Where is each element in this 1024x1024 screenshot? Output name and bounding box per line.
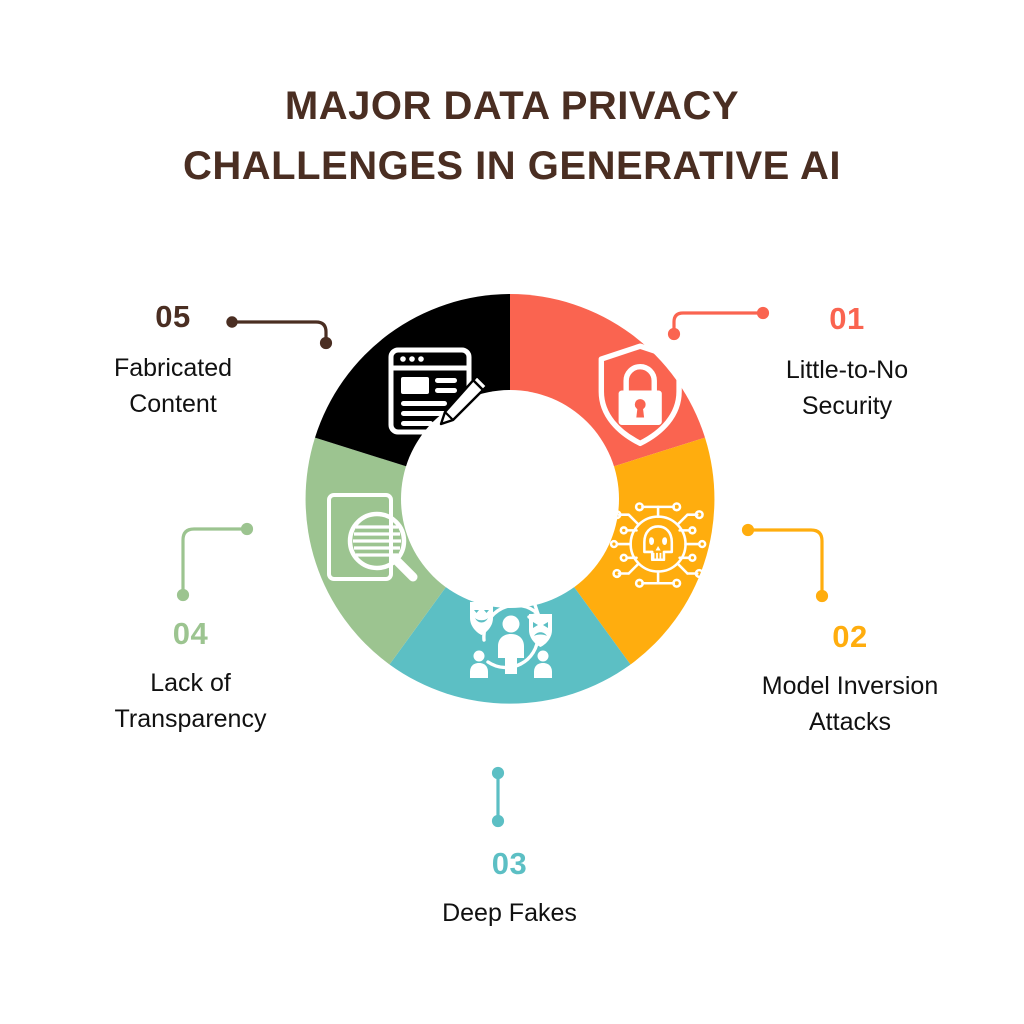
label-number-01: 01 xyxy=(829,301,865,336)
label-title-05-line1: Fabricated xyxy=(113,354,233,382)
label-number-05: 05 xyxy=(155,299,191,334)
shield-lock-icon xyxy=(598,343,682,447)
label-number-02: 02 xyxy=(832,619,868,654)
connector-03 xyxy=(491,766,505,828)
connector-02 xyxy=(741,523,829,603)
label-group-05[interactable]: 05 Fabricated Content xyxy=(58,298,288,422)
label-number-04: 04 xyxy=(172,616,209,651)
circuit-skull-icon xyxy=(609,502,707,588)
connector-04 xyxy=(176,522,254,602)
label-title-01-line1: Little-to-No xyxy=(785,356,909,384)
label-group-01[interactable]: 01 Little-to-No Security xyxy=(722,300,972,424)
browser-pencil-icon xyxy=(388,347,489,435)
donut-chart xyxy=(295,284,725,714)
label-title-05-line2: Content xyxy=(129,390,217,418)
donut-center-hole xyxy=(401,390,619,608)
deepfake-masks-icon xyxy=(470,602,552,678)
label-number-03: 03 xyxy=(491,846,528,881)
label-title-02-line1: Model Inversion xyxy=(761,672,939,700)
label-group-03[interactable]: 03 Deep Fakes xyxy=(382,845,637,931)
label-title-02-line2: Attacks xyxy=(809,708,891,736)
page-title-line-1: MAJOR DATA PRIVACY xyxy=(284,84,740,128)
page-title-line-2: CHALLENGES IN GENERATIVE AI xyxy=(183,144,841,188)
label-group-02[interactable]: 02 Model Inversion Attacks xyxy=(700,618,1000,740)
document-magnifier-icon xyxy=(327,493,418,582)
page-title: MAJOR DATA PRIVACY CHALLENGES IN GENERAT… xyxy=(0,76,1024,196)
label-title-04-line2: Transparency xyxy=(114,705,267,733)
label-title-04-line1: Lack of xyxy=(150,669,231,697)
label-title-03-line1: Deep Fakes xyxy=(442,899,577,927)
label-group-04[interactable]: 04 Lack of Transparency xyxy=(48,615,333,737)
label-title-01-line2: Security xyxy=(801,392,893,420)
